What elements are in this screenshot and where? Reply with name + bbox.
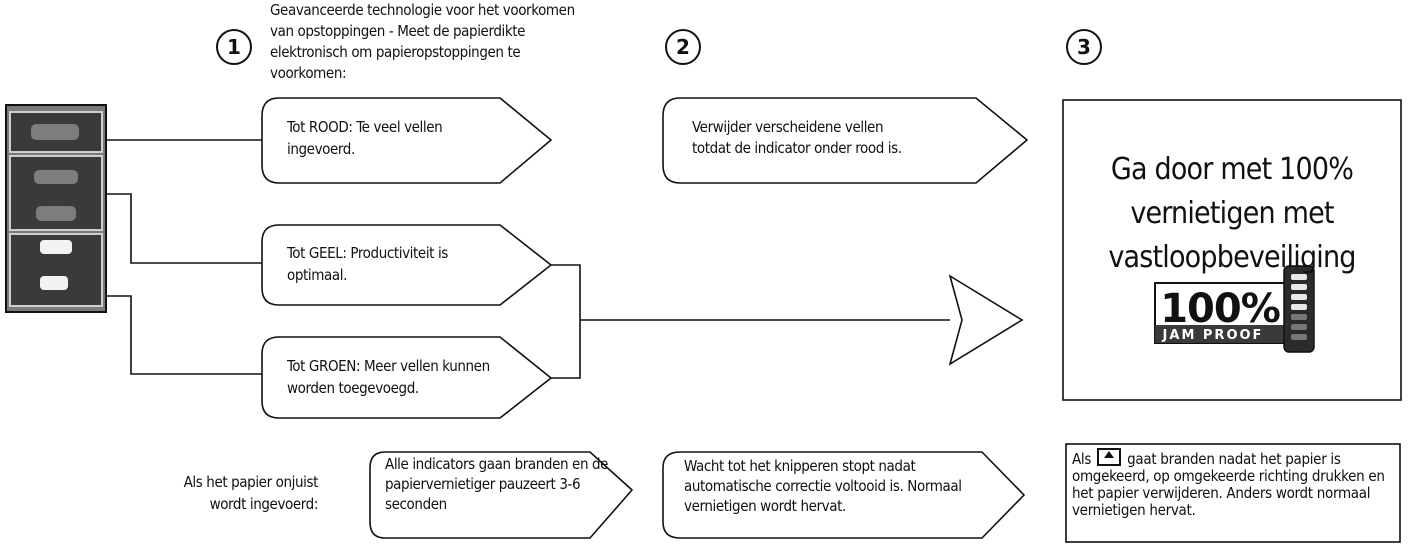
result-box (1062, 99, 1402, 401)
intro-text: Geavanceerde technologie voor het voorko… (270, 1, 575, 82)
step-1-number: 1 (216, 29, 252, 65)
green-condition-text: Tot GROEN: Meer vellen kunnen worden toe… (287, 357, 490, 397)
green-indicator-led-1 (40, 240, 72, 254)
jam-proof-badge: 100% JAM PROOF (1154, 265, 1315, 353)
action-callout (662, 97, 1029, 184)
yellow-condition-text: Tot GEEL: Productiviteit is optimaal. (287, 244, 448, 284)
red-callout (261, 97, 553, 184)
badge-percent: 100% (1160, 286, 1280, 332)
proceed-arrow (948, 274, 1024, 366)
indicator-panel (5, 104, 107, 313)
red-action-text: Verwijder verscheidene vellen totdat de … (692, 118, 902, 157)
misfeed-step3-prefix: Als (1072, 450, 1092, 468)
callout-shapes (261, 97, 1402, 543)
green-indicator-led-2 (40, 276, 68, 290)
badge-caption: JAM PROOF (1162, 328, 1264, 343)
yellow-indicator-led-2 (36, 206, 76, 221)
red-indicator-led (31, 124, 79, 140)
misfeed-step2-callout (662, 451, 1026, 539)
yellow-indicator-led-1 (34, 170, 78, 184)
result-title: Ga door met 100% vernietigen met vastloo… (1108, 152, 1356, 275)
misfeed-label: Als het papier onjuist wordt ingevoerd: (183, 473, 319, 513)
misfeed-step2-text: Wacht tot het knipperen stopt nadat auto… (684, 457, 962, 515)
connector-lines (106, 139, 950, 379)
misfeed-step3-text: Als gaat branden nadat het papier is omg… (1072, 448, 1394, 519)
misfeed-step1-callout (369, 451, 634, 539)
red-condition-text: Tot ROOD: Te veel vellen ingevoerd. (287, 118, 443, 158)
misfeed-step1-text: Alle indicators gaan branden en de papie… (385, 455, 609, 513)
green-callout (261, 336, 553, 419)
step-2-number: 2 (665, 29, 701, 65)
misfeed-step3-box (1065, 443, 1401, 543)
misfeed-step3-suffix: gaat branden nadat het papier is omgekee… (1072, 450, 1385, 519)
step-3-number: 3 (1066, 29, 1102, 65)
yellow-callout (261, 224, 553, 306)
reverse-icon (1097, 448, 1122, 466)
